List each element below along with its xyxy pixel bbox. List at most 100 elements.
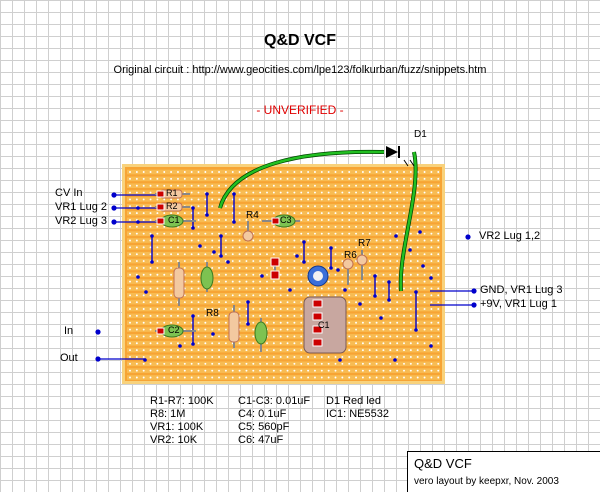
hole [348,294,351,297]
hole [348,184,351,187]
hole [129,212,131,215]
hole [183,349,186,352]
hole [389,308,392,310]
hole [307,260,310,262]
hole [293,191,296,194]
hole [341,225,344,228]
hole [135,349,138,352]
hole [423,335,426,338]
legend-item: R1-R7: 100K [150,395,214,407]
hole [314,171,316,173]
hole [327,362,330,365]
hole [355,266,357,269]
hole [396,308,399,310]
hole [259,184,262,187]
hole [368,369,371,372]
hole [149,212,152,215]
hole [320,369,323,372]
hole [382,219,385,221]
hole [307,191,310,194]
copper-strip [127,203,440,209]
conn-9v: +9V, VR1 Lug 1 [480,298,557,310]
hole [396,260,399,262]
hole [224,239,227,242]
hole [190,260,193,262]
hole [218,191,220,194]
solder-point [358,302,362,306]
hole [416,369,419,372]
hole [416,219,419,221]
hole [259,212,262,215]
hole [423,232,426,235]
hole [382,362,385,365]
hole [430,287,433,290]
hole [224,225,227,228]
hole [142,260,145,262]
hole [293,273,296,276]
hole [355,177,357,180]
hole [156,232,159,235]
hole [396,335,399,338]
hole [396,328,399,331]
resistor-r8 [228,305,240,348]
hole [238,280,241,283]
hole [396,191,399,194]
hole [389,321,392,324]
hole [170,321,173,324]
hole [142,198,145,201]
hole [341,376,344,379]
solder-point [336,268,340,272]
hole [307,369,310,372]
hole [300,260,303,262]
link-end [150,260,154,264]
hole [190,321,193,324]
hole [245,362,248,365]
hole [293,266,296,269]
hole [183,314,186,317]
hole [375,362,378,365]
hole [142,369,145,372]
resistor-r3 [173,262,185,306]
conn-vr1-lug2: VR1 Lug 2 [55,201,107,213]
hole [238,260,241,262]
hole [348,232,351,235]
hole [238,253,241,256]
hole [252,253,255,256]
hole [355,246,357,249]
hole [238,287,241,290]
hole [211,342,214,345]
hole [135,260,138,262]
hole [403,369,405,372]
hole [389,177,392,180]
hole [375,198,378,201]
hole [403,294,405,297]
hole [389,212,392,215]
hole [409,287,412,290]
hole [416,335,419,338]
hole [361,321,364,324]
hole [156,321,159,324]
hole [224,356,227,358]
copper-strip [127,251,440,257]
hole [177,308,179,310]
conn-vr2-lug12: VR2 Lug 1,2 [479,230,541,242]
hole [430,273,433,276]
hole [341,369,344,372]
hole [389,376,392,379]
hole [403,191,405,194]
hole [177,239,179,242]
hole [211,376,214,379]
hole [170,171,173,173]
hole [170,356,173,358]
hole [149,219,152,221]
hole [423,376,426,379]
hole [163,239,166,242]
hole [307,219,310,221]
hole [211,335,214,338]
hole [218,171,220,173]
hole [355,287,357,290]
hole [245,342,248,345]
hole [218,362,220,365]
hole [409,349,412,352]
hole [348,308,351,310]
